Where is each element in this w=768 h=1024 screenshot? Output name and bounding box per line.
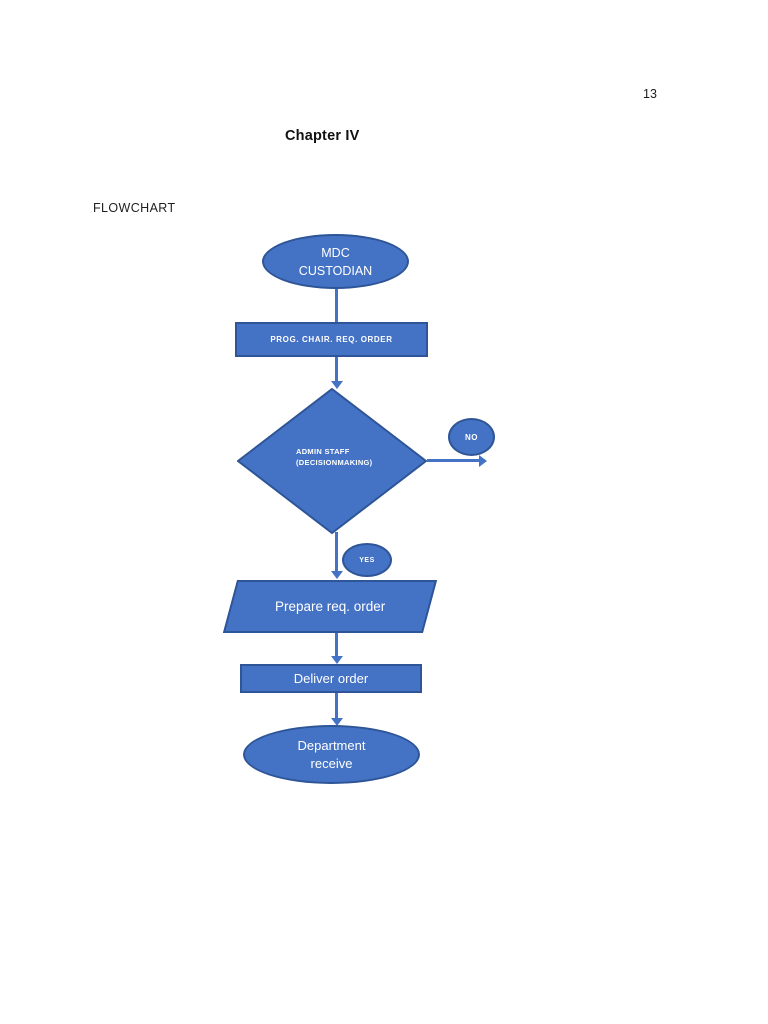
arrow-prog-to-decision: [335, 357, 338, 381]
connector-start-to-prog: [335, 289, 338, 322]
arrow-prepare-to-deliver: [335, 633, 338, 656]
start-node-label-line1: MDC: [321, 245, 350, 260]
flowchart-node-prog-chair-req-order: PROG. CHAIR. REQ. ORDER: [235, 322, 428, 357]
start-node-label-line2: CUSTODIAN: [298, 263, 373, 278]
arrow-decision-to-prepare: [335, 532, 338, 571]
flowchart-node-yes: YES: [342, 543, 392, 577]
prog-node-label: PROG. CHAIR. REQ. ORDER: [270, 335, 393, 344]
flowchart-node-deliver-order: Deliver order: [240, 664, 422, 693]
flowchart-node-no: NO: [448, 418, 495, 456]
decision-node-label-line1: ADMIN STAFF: [296, 447, 350, 456]
arrow-deliver-to-end: [335, 693, 338, 718]
no-node-label: NO: [465, 432, 478, 442]
flowchart-node-start: MDC CUSTODIAN: [262, 234, 409, 289]
flowchart-section-label: FLOWCHART: [93, 201, 176, 215]
arrow-decision-no-branch: [427, 459, 479, 462]
yes-node-label: YES: [359, 556, 375, 564]
deliver-node-label: Deliver order: [293, 671, 369, 686]
end-node-label-line2: receive: [310, 755, 353, 771]
decision-node-label: ADMIN STAFF (DECISIONMAKING): [296, 446, 372, 468]
flowchart-node-prepare-req-order: Prepare req. order: [222, 580, 438, 633]
decision-node-label-line2: (DECISIONMAKING): [296, 458, 373, 467]
end-node-label-line1: Department: [297, 737, 366, 753]
page-number: 13: [643, 87, 657, 101]
chapter-title: Chapter IV: [285, 128, 360, 144]
flowchart-node-end: Department receive: [243, 725, 420, 784]
prepare-node-label: Prepare req. order: [274, 599, 386, 614]
flowchart-node-decision-diamond: [237, 388, 427, 534]
